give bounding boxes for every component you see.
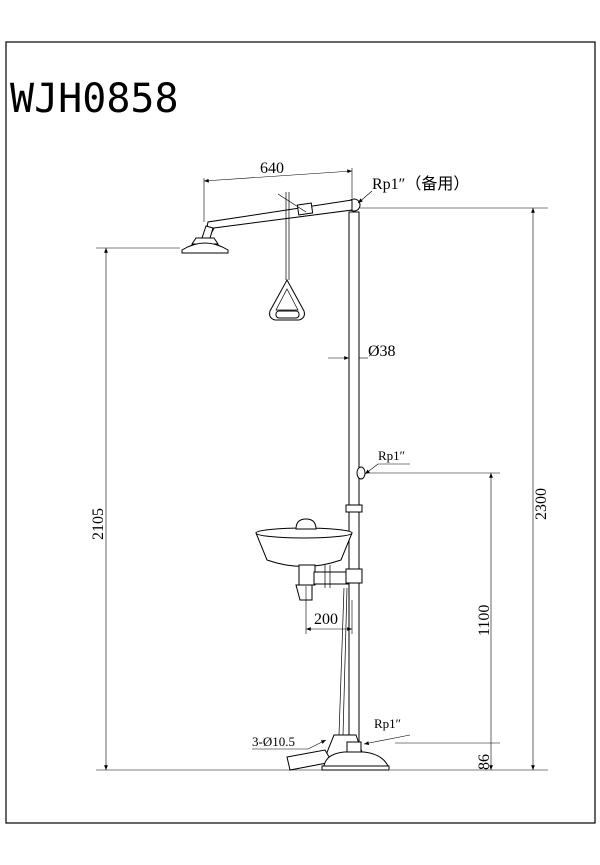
leader-mount-holes xyxy=(252,739,327,750)
base-plate xyxy=(321,741,390,771)
dimension-base-height-label: 86 xyxy=(476,754,493,770)
mount-holes-label: 3-Ø10.5 xyxy=(252,734,295,749)
dimension-shower-height xyxy=(96,247,322,771)
shower-head xyxy=(181,237,229,254)
model-title: WJH0858 xyxy=(10,76,179,122)
dimension-shower-height-label: 2105 xyxy=(90,508,107,540)
dimension-bowl-offset xyxy=(305,586,353,634)
connection-middle-inlet-label: Rp1″ xyxy=(378,448,405,463)
main-pipe xyxy=(345,198,366,761)
drawing-frame xyxy=(5,41,596,824)
pull-handle xyxy=(269,192,307,321)
shower-arm xyxy=(201,199,353,239)
leader-bottom-inlet xyxy=(363,734,411,745)
dimension-inlet-height-label: 1100 xyxy=(476,605,493,636)
dimension-total-height-label: 2300 xyxy=(533,488,550,520)
eye-wash-bowl xyxy=(255,518,363,601)
dimension-pipe-diameter-label: Ø38 xyxy=(368,343,396,360)
leader-top-spare xyxy=(357,190,373,204)
dimension-bowl-offset-label: 200 xyxy=(314,611,338,628)
connection-bottom-inlet-label: Rp1″ xyxy=(374,716,401,731)
connection-top-spare-label: Rp1″（备用） xyxy=(372,175,469,193)
dimension-arm-length xyxy=(203,168,353,222)
leader-middle-inlet xyxy=(364,463,410,475)
dimension-inlet-height xyxy=(366,472,500,770)
dimension-total-height xyxy=(360,207,548,771)
dimension-arm-length-label: 640 xyxy=(260,160,284,177)
